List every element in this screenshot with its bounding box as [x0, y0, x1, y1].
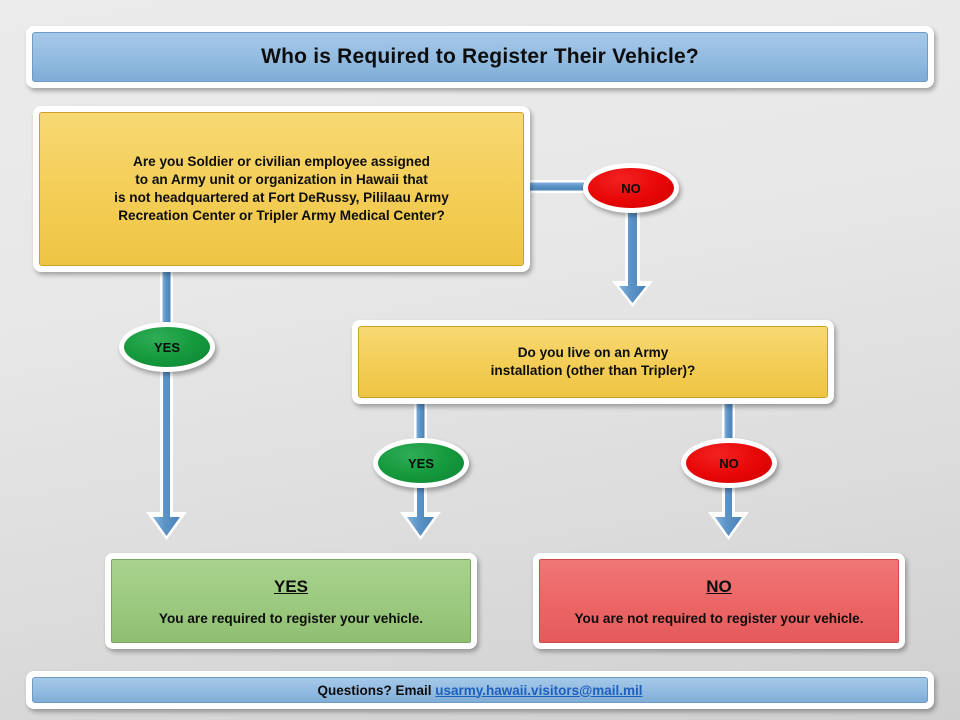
connector-yes-to-result-yes [146, 368, 187, 540]
result-box-yes[interactable]: YES You are required to register your ve… [105, 553, 477, 649]
branch-oval-q2-no[interactable]: NO [681, 438, 777, 488]
connector-no-to-q2 [612, 212, 653, 307]
branch-oval-q1-yes[interactable]: YES [119, 322, 215, 372]
footer-contact-banner: Questions? Email usarmy.hawaii.visitors@… [26, 671, 934, 709]
result-heading-yes: YES [273, 576, 309, 596]
decision-text-installation: Do you live on an Army installation (oth… [491, 344, 696, 380]
branch-oval-label: NO [686, 443, 772, 483]
branch-oval-label: NO [588, 168, 674, 208]
decision-text-assignment: Are you Soldier or civilian employee ass… [114, 153, 449, 225]
decision-line: to an Army unit or organization in Hawai… [135, 172, 428, 188]
decision-line: Are you Soldier or civilian employee ass… [133, 154, 430, 170]
branch-oval-q1-no[interactable]: NO [583, 163, 679, 213]
connector-q2-to-no [722, 400, 735, 450]
footer-text: Questions? Email usarmy.hawaii.visitors@… [317, 683, 642, 698]
connector-q2no-to-result-no [708, 478, 749, 540]
decision-line: is not headquartered at Fort DeRussy, Pi… [114, 190, 449, 205]
connector-q2-to-yes [414, 400, 427, 450]
decision-box-assignment[interactable]: Are you Soldier or civilian employee ass… [33, 106, 530, 272]
result-box-no[interactable]: NO You are not required to register your… [533, 553, 905, 649]
page-title: Who is Required to Register Their Vehicl… [261, 45, 699, 68]
result-body-no: You are not required to register your ve… [574, 610, 864, 626]
result-body-yes: You are required to register your vehicl… [158, 610, 424, 626]
branch-oval-label: YES [378, 443, 464, 483]
connector-q1-to-yes [160, 266, 173, 336]
branch-oval-q2-yes[interactable]: YES [373, 438, 469, 488]
decision-line: Recreation Center or Tripler Army Medica… [118, 207, 445, 223]
contact-email-link[interactable]: usarmy.hawaii.visitors@mail.mil [435, 682, 643, 698]
result-heading-no: NO [706, 576, 732, 596]
page-title-banner: Who is Required to Register Their Vehicl… [26, 26, 934, 88]
decision-line: Do you live on an Army [517, 345, 669, 361]
branch-oval-label: YES [124, 327, 210, 367]
decision-box-installation[interactable]: Do you live on an Army installation (oth… [352, 320, 834, 404]
footer-prefix: Questions? Email [317, 682, 432, 698]
connector-q1-to-no [529, 180, 591, 193]
connector-q2yes-to-result-yes [400, 478, 441, 540]
decision-line: installation (other than Tripler)? [490, 363, 696, 378]
